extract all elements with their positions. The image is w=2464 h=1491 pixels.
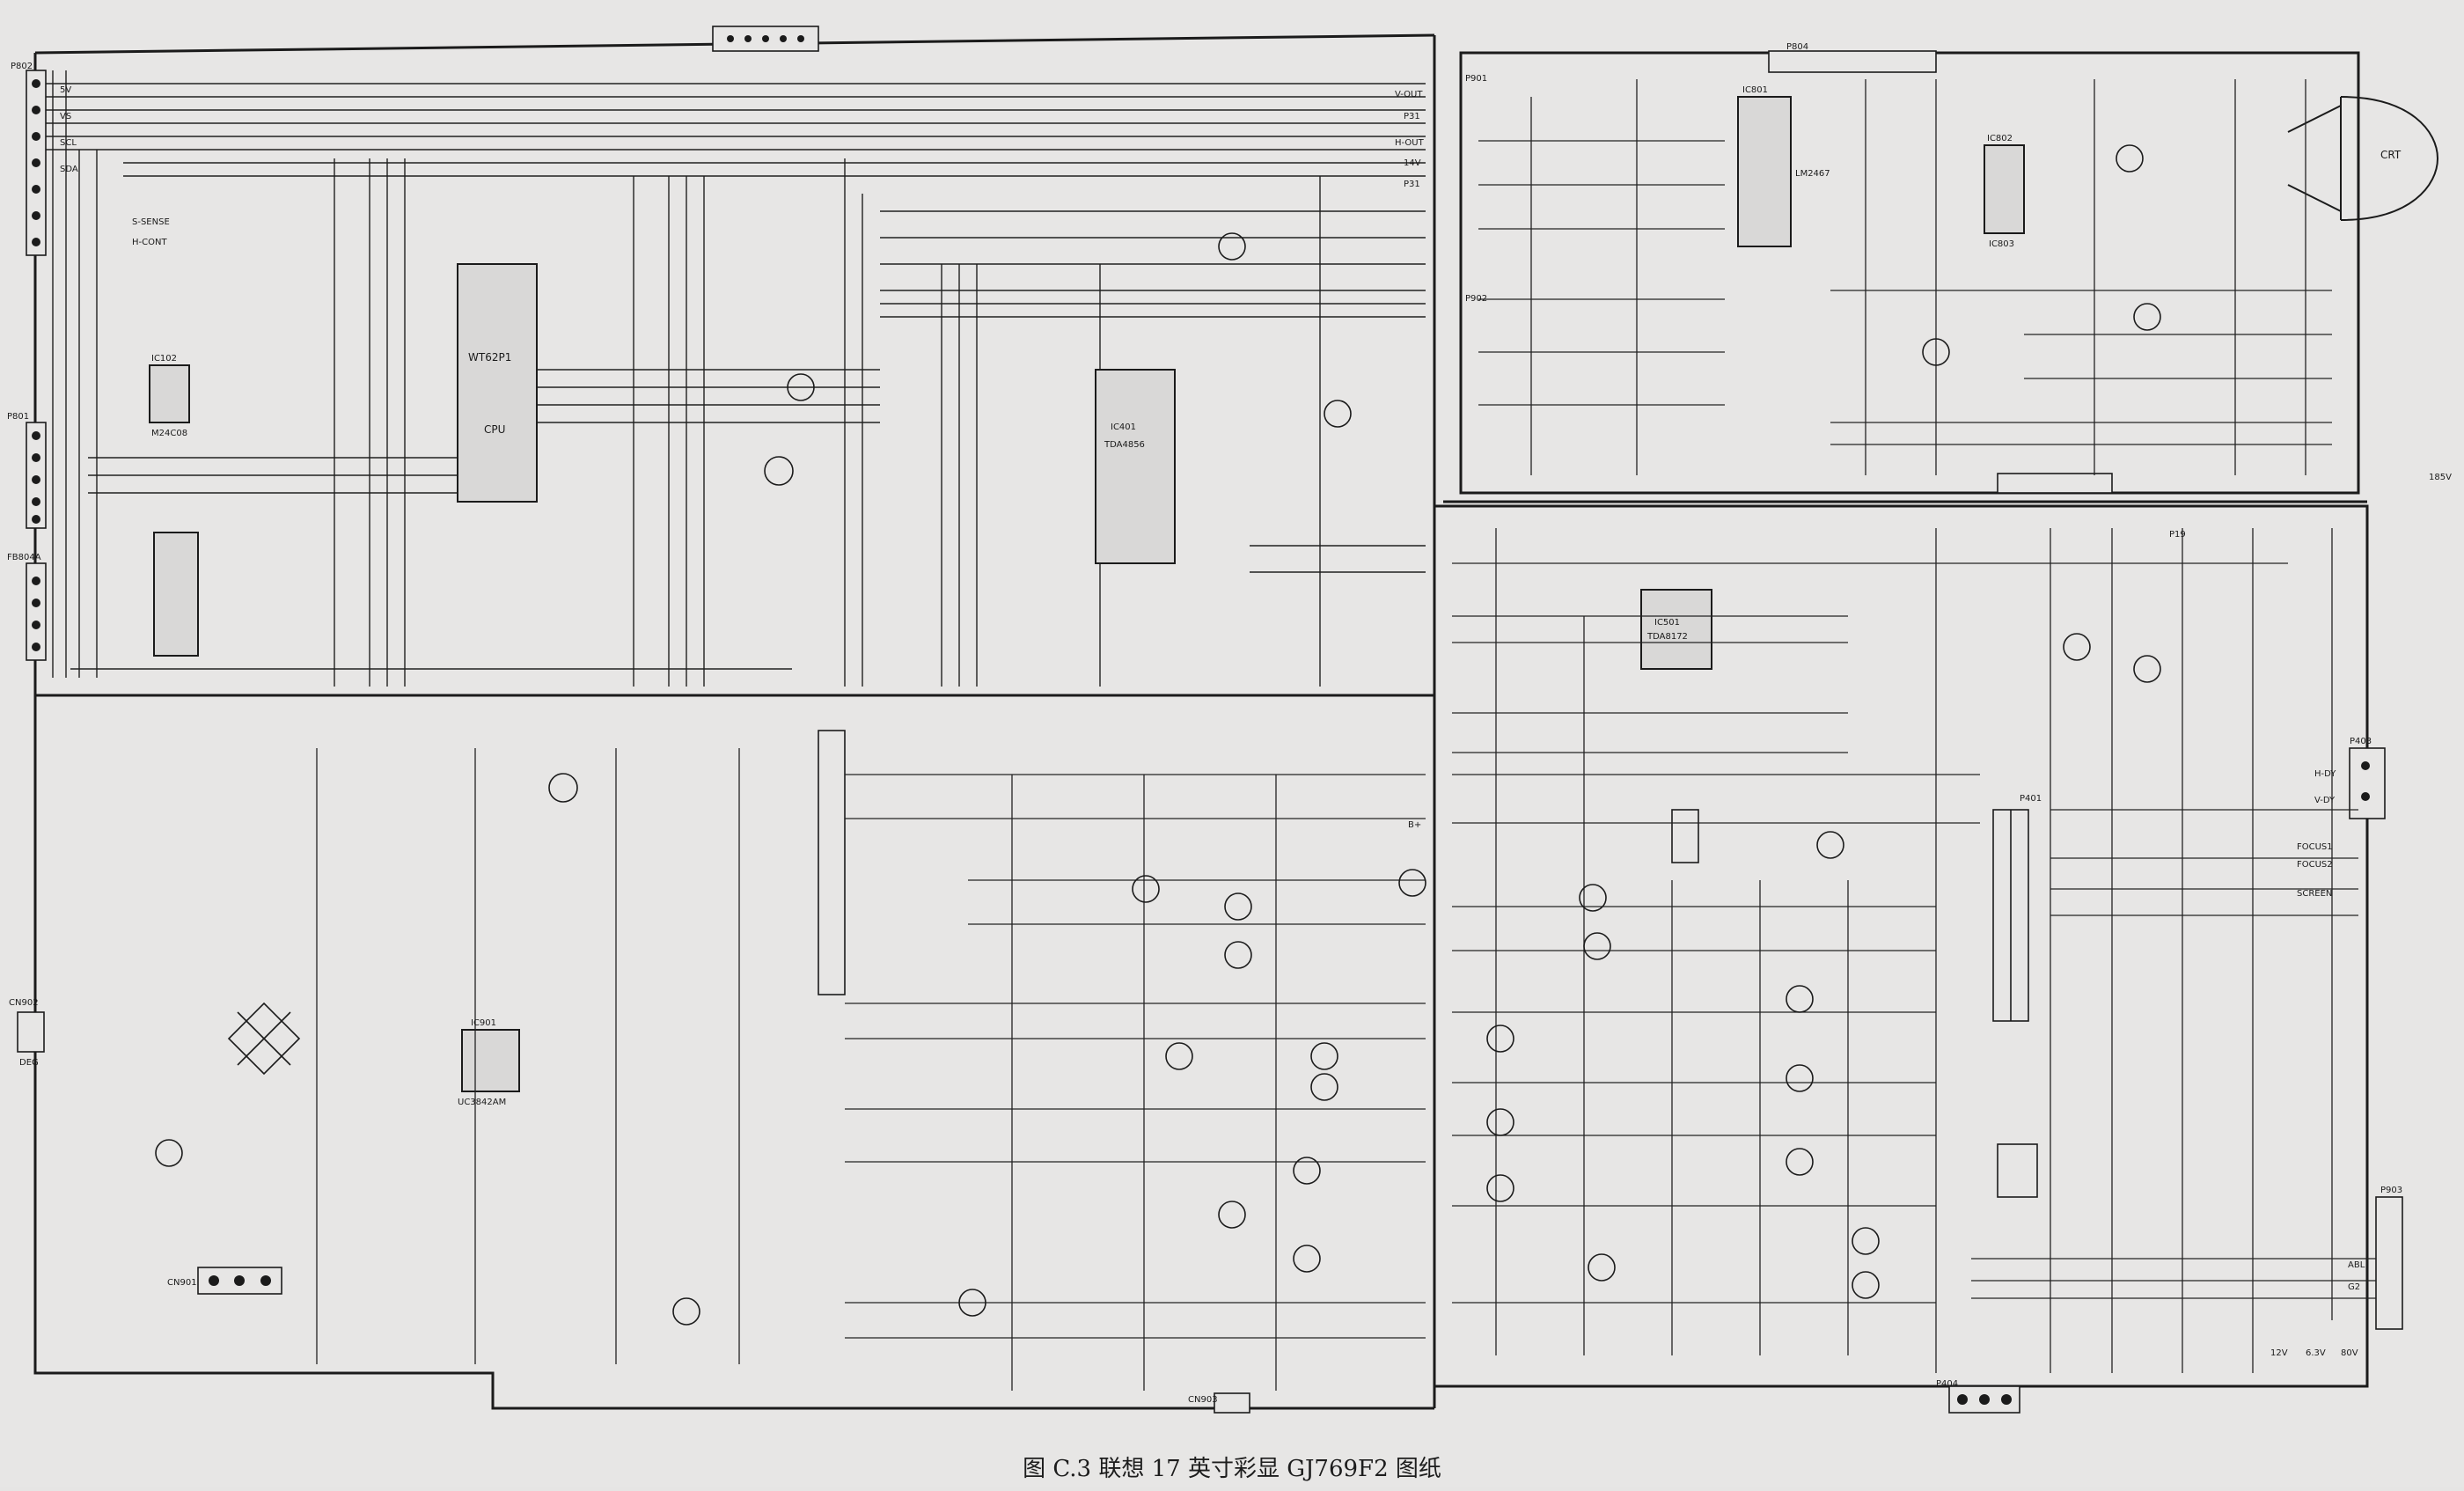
connector-cn903-label: CN903 xyxy=(1188,1395,1218,1405)
pin-vs-label: VS xyxy=(60,112,71,121)
connector-p801-label: P801 xyxy=(7,412,29,422)
ic802-label: IC802 xyxy=(1987,134,2013,143)
deg-label: DEG xyxy=(19,1058,39,1068)
rail-6-3v-label: 6.3V xyxy=(2306,1348,2326,1358)
pin-scl-label: SCL xyxy=(60,138,77,148)
rail-screen-label: SCREEN xyxy=(2297,889,2332,899)
crt-label: CRT xyxy=(2380,149,2402,161)
cpu-label: CPU xyxy=(484,423,505,436)
rail-h-dy-label: H-DY xyxy=(2314,769,2336,779)
pin-sda-label: SDA xyxy=(60,165,78,174)
rail-v-out-label: V-OUT xyxy=(1395,90,1423,99)
connector-p902-label: P902 xyxy=(1465,294,1487,304)
rail-p31-label: P31 xyxy=(1404,112,1420,121)
connector-fb804a-label: FB804A xyxy=(7,553,41,562)
rail-focus2-label: FOCUS2 xyxy=(2297,860,2333,870)
rail-185v-label: 185V xyxy=(2429,473,2452,482)
ic803-label: IC803 xyxy=(1989,239,2014,249)
rail-abl-label: ABL xyxy=(2348,1260,2365,1270)
connector-p804-label: P804 xyxy=(1786,42,1808,52)
rail-12v-label: 12V xyxy=(2270,1348,2288,1358)
rail-h-out-label: H-OUT xyxy=(1395,138,1425,148)
connector-p404-label: P404 xyxy=(1936,1379,1958,1389)
connector-cn902-label: CN902 xyxy=(9,998,39,1008)
connector-p901-label: P901 xyxy=(1465,74,1487,84)
rail-v-dy-label: V-DY xyxy=(2314,796,2336,805)
ic901-type-label: UC3842AM xyxy=(458,1098,506,1107)
ic901-label: IC901 xyxy=(471,1018,496,1028)
ic501-type-label: TDA8172 xyxy=(1646,632,1688,642)
pin-5v-label: 5V xyxy=(60,85,71,95)
rail-p31b-label: P31 xyxy=(1404,180,1420,189)
connector-cn901-label: CN901 xyxy=(167,1278,197,1288)
rail-b-plus-label: B+ xyxy=(1408,820,1421,830)
connector-p903-label: P903 xyxy=(2380,1186,2402,1195)
cpu-part-label: WT62P1 xyxy=(468,351,511,364)
ic401-label: IC401 xyxy=(1111,422,1136,432)
pin-h-cont-label: H-CONT xyxy=(132,238,167,247)
pin-s-sense-label: S-SENSE xyxy=(132,217,170,227)
connector-p401-label: P401 xyxy=(2020,794,2042,804)
rail-p19-label: P19 xyxy=(2169,530,2186,540)
rail-14v-label: 14V xyxy=(1404,158,1421,168)
rail-80v-label: 80V xyxy=(2341,1348,2358,1358)
connector-p403-label: P403 xyxy=(2350,737,2372,746)
ic102-type-label: M24C08 xyxy=(151,429,187,438)
rail-focus1-label: FOCUS1 xyxy=(2297,842,2333,852)
ic102-label: IC102 xyxy=(151,354,177,364)
figure-caption: 图 C.3 联想 17 英寸彩显 GJ769F2 图纸 xyxy=(1023,1456,1441,1482)
ic501-label: IC501 xyxy=(1654,618,1680,628)
ic401-type-label: TDA4856 xyxy=(1104,440,1145,450)
rail-g2-label: G2 xyxy=(2348,1282,2360,1292)
ic801-type-label: LM2467 xyxy=(1795,169,1830,179)
ic801-label: IC801 xyxy=(1742,85,1768,95)
connector-p802-label: P802 xyxy=(11,62,33,71)
